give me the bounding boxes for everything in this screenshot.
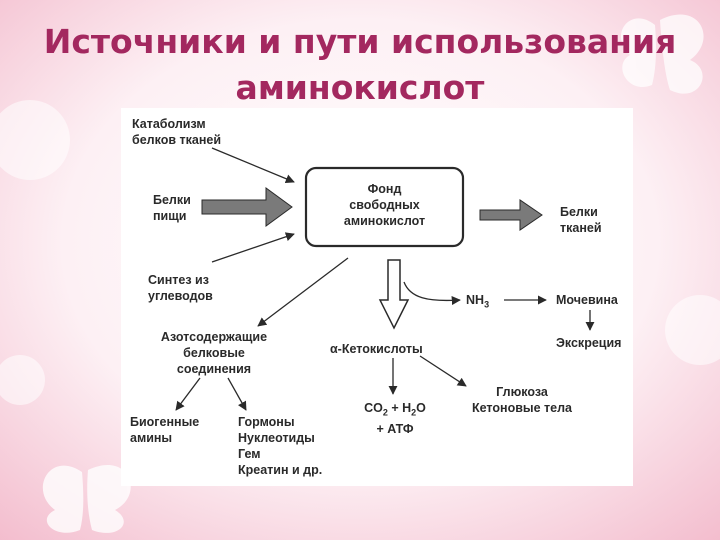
butterfly-decoration-icon	[620, 14, 704, 94]
slide-title-line-2: аминокислот	[235, 68, 485, 107]
nh3-arrow	[403, 281, 461, 306]
synthesis-arrow	[211, 232, 295, 263]
slide-title-line-1: Источники и пути использования	[43, 22, 677, 61]
hormones-arrow	[227, 377, 247, 411]
food-proteins-arrow	[201, 187, 293, 227]
catabolism-label: Катаболизм белков тканей	[132, 117, 222, 147]
tissue-proteins-arrow	[479, 199, 543, 231]
synthesis-label: Синтез из углеводов	[148, 273, 213, 303]
food-proteins-label: Белки пищи	[153, 193, 191, 223]
nitrogen-compounds-arrow	[257, 257, 349, 327]
deamination-arrow	[378, 259, 410, 330]
amino-acid-pool-box	[304, 166, 465, 248]
amines-arrow	[175, 377, 201, 411]
tissue-proteins-label: Белки тканей	[560, 205, 602, 235]
glucose-ketone-label: Глюкоза Кетоновые тела	[472, 385, 572, 415]
catabolism-arrow	[211, 147, 295, 184]
amino-acid-pool-label: Фонд свободных аминокислот	[343, 182, 426, 228]
nitrogen-compounds-label: Азотсодержащие белковые соединения	[160, 330, 268, 376]
butterfly-decoration-icon	[42, 464, 131, 533]
urea-label: Мочевина	[556, 293, 618, 307]
hormones-label: Гормоны Нуклеотиды Гем Креатин и др.	[238, 415, 323, 477]
keto-acids-label: α-Кетокислоты	[330, 342, 423, 356]
nh3-label: NH3	[466, 293, 490, 310]
co2-atp-label: CO2 + H2O + АТФ	[364, 401, 426, 436]
biogenic-amines-label: Биогенные амины	[130, 415, 200, 445]
excretion-label: Экскреция	[556, 336, 622, 350]
glucose-arrow	[419, 355, 467, 387]
